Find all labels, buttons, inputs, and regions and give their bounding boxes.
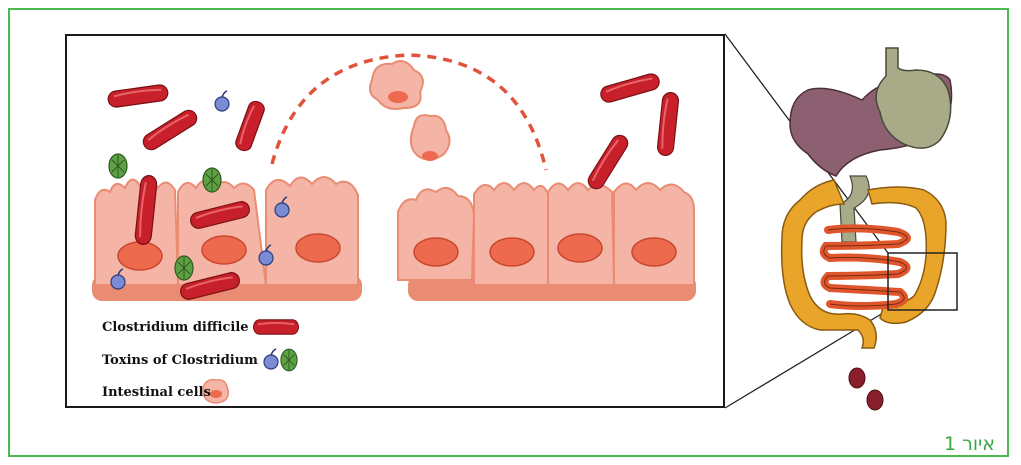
cell-nucleus (414, 238, 458, 266)
intestinal-cell (266, 177, 358, 285)
bacterium (657, 92, 679, 156)
legend-label-intestinal-cells: Intestinal cells (102, 385, 211, 400)
toxin-blue (215, 91, 229, 111)
bacterium (599, 72, 661, 104)
toxin-green (109, 154, 127, 178)
cell-nucleus (490, 238, 534, 266)
cell-nucleus (118, 242, 162, 270)
figure-caption: איור 1 (944, 433, 995, 455)
bacterium (234, 99, 266, 152)
legend-toxin-icon (264, 349, 297, 371)
intestinal-cells-right (398, 183, 696, 301)
digestive-system-illustration (782, 48, 957, 410)
cell-nucleus (632, 238, 676, 266)
stool-drop (849, 368, 865, 388)
legend-label-clostridium: Clostridium difficile (102, 320, 249, 335)
cell-nucleus (558, 234, 602, 262)
intestinal-cell (474, 183, 548, 285)
legend-bacterium-icon (254, 320, 299, 334)
toxin-green (175, 256, 193, 280)
detached-cell (370, 61, 423, 109)
cell-nucleus (202, 236, 246, 264)
legend-label-toxins: Toxins of Clostridium (102, 353, 258, 368)
cell-nucleus (296, 234, 340, 262)
stool-drop (867, 390, 883, 410)
bacterium (107, 84, 169, 108)
intestinal-cell (614, 183, 694, 285)
bacterium (140, 107, 199, 152)
toxin-green (203, 168, 221, 192)
detached-cell (411, 115, 450, 161)
small-intestine (824, 228, 907, 306)
colon-left (782, 180, 877, 348)
